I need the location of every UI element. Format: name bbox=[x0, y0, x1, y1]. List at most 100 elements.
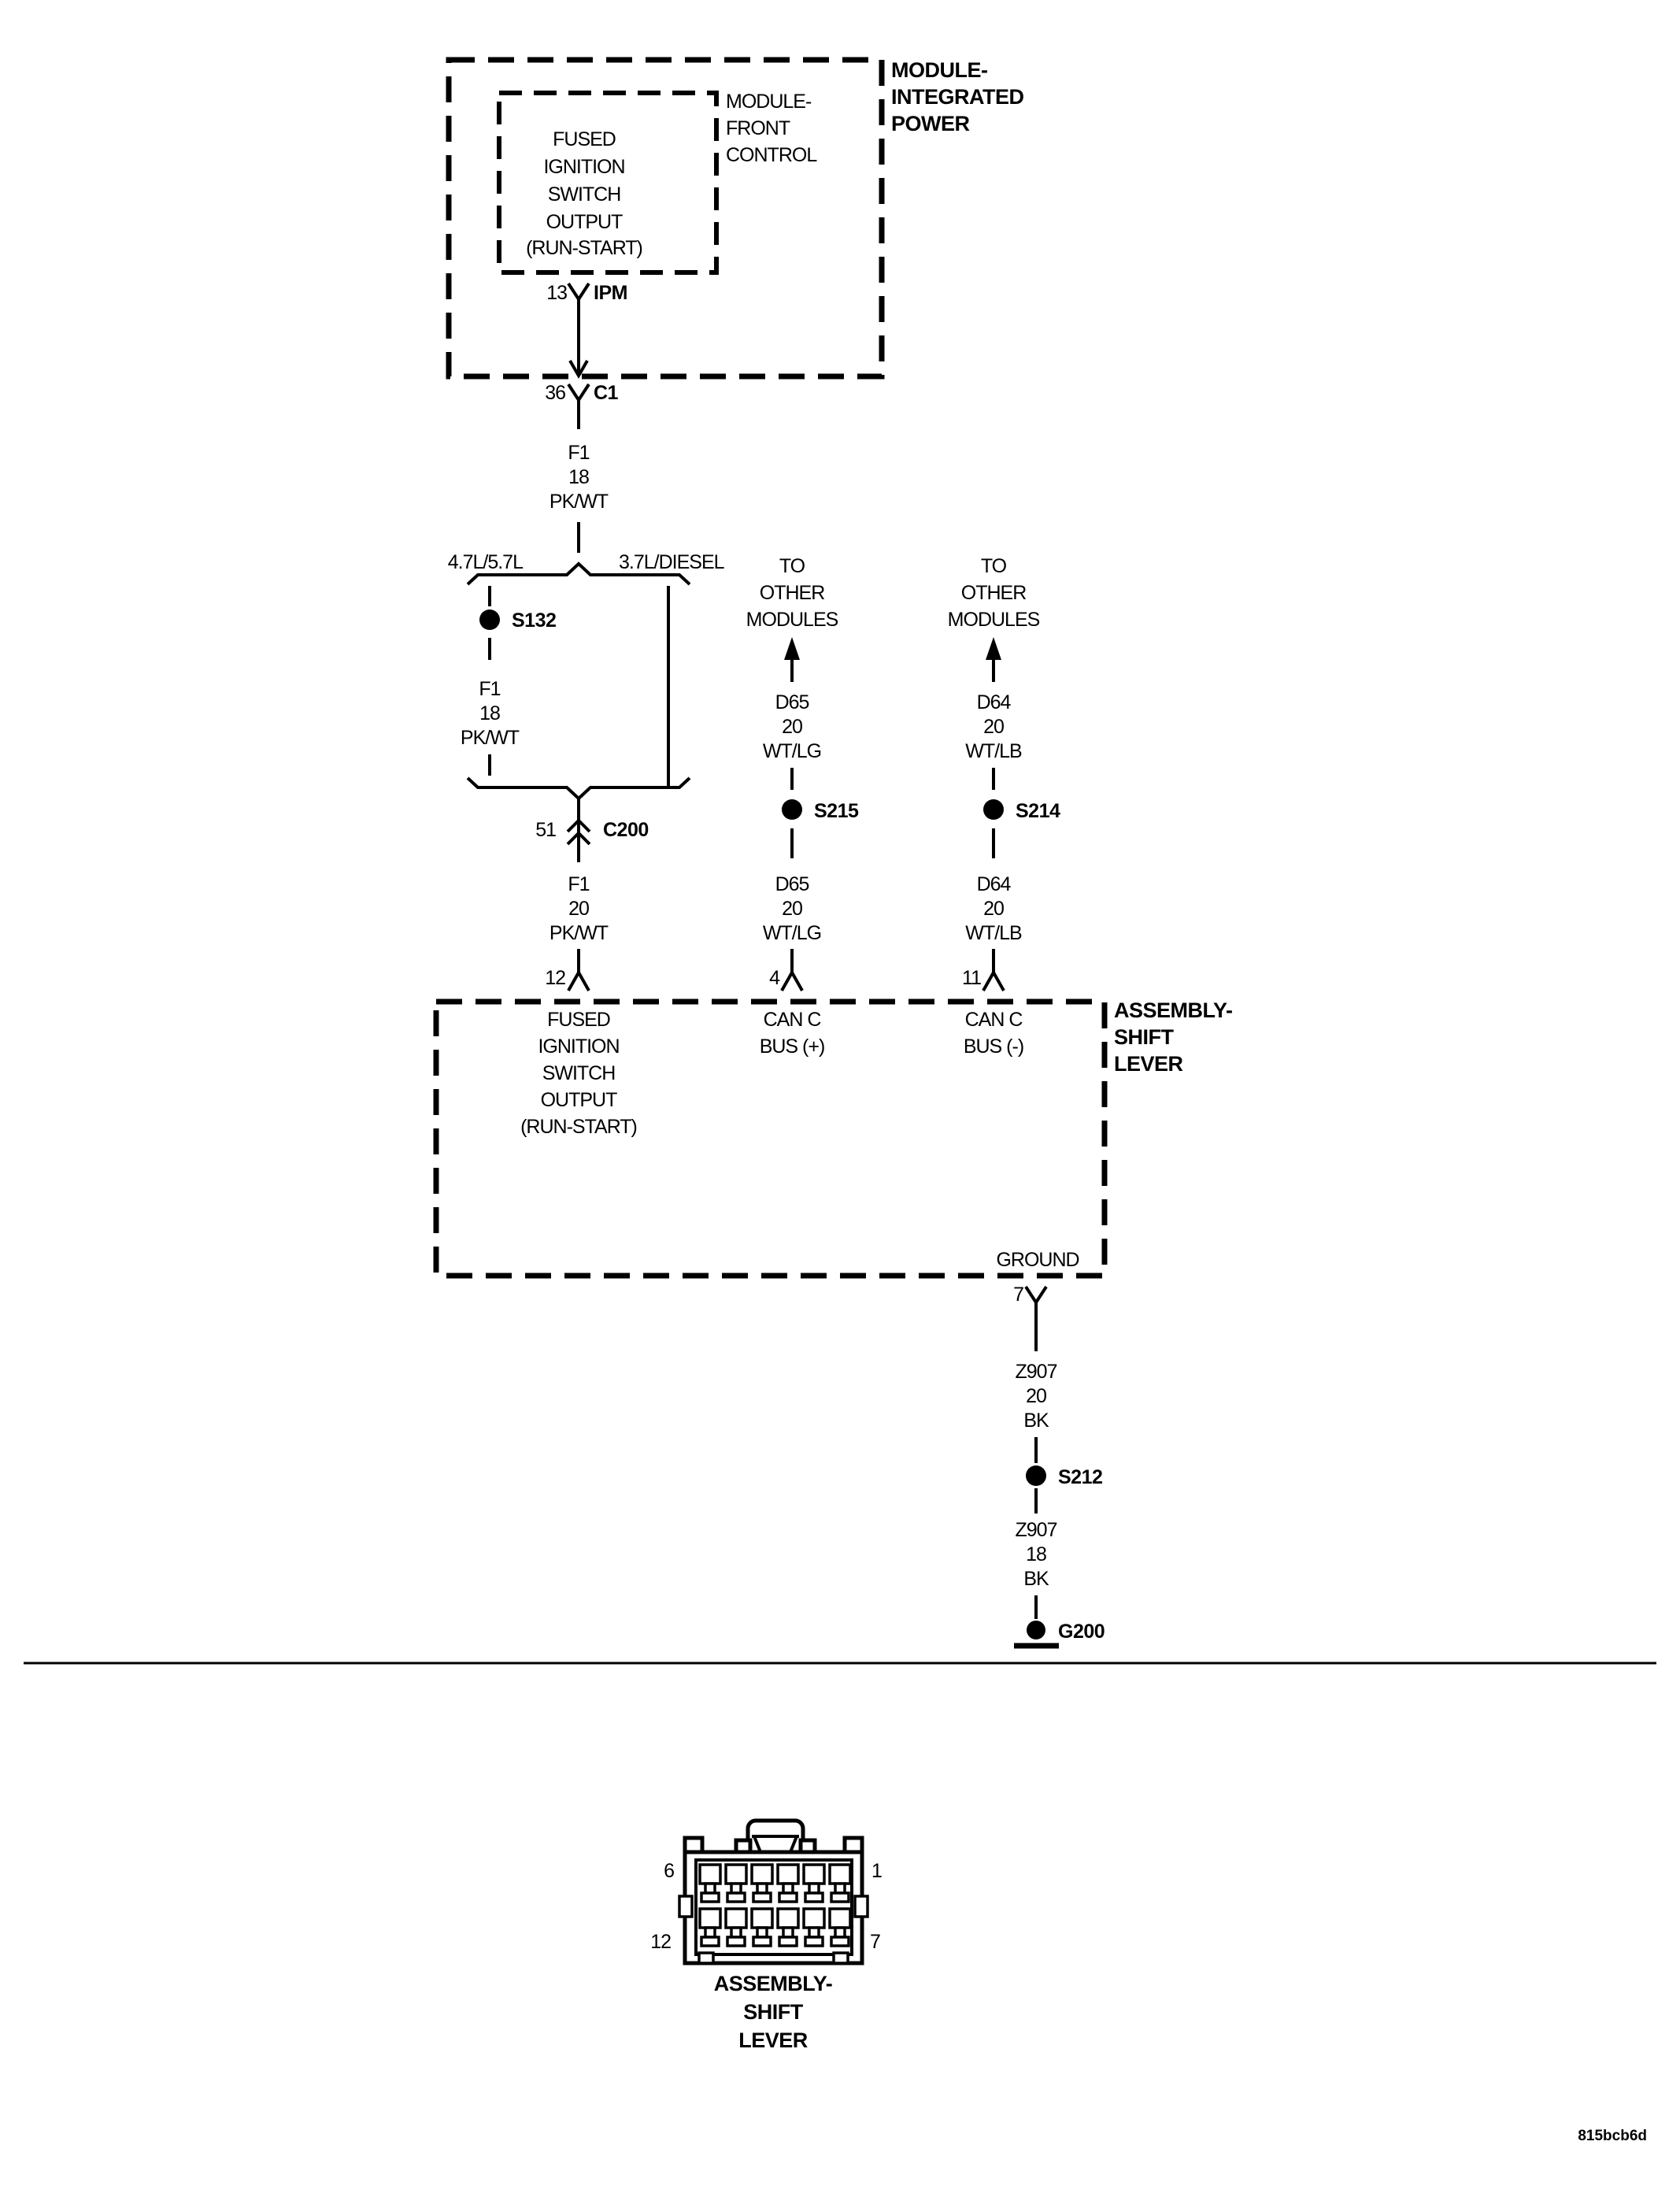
asl-pin11-line: BUS (-) bbox=[964, 1036, 1023, 1058]
asl-pin12-line: (RUN-START) bbox=[520, 1116, 637, 1138]
to-other-modules-line: TO bbox=[779, 555, 805, 577]
wire-f1-18-upper: F1 18 PK/WT bbox=[550, 442, 609, 553]
front-control-dashed-outline bbox=[497, 91, 719, 275]
asl-title-line: LEVER bbox=[1114, 1052, 1183, 1076]
connector-fork-icon bbox=[567, 969, 590, 991]
arrow-up-icon bbox=[986, 637, 1001, 660]
ground-label: GROUND bbox=[996, 1249, 1079, 1271]
mip-signal-line: IGNITION bbox=[543, 156, 624, 178]
splice-dot-icon bbox=[782, 799, 802, 820]
wire-circuit: D64 bbox=[977, 873, 1012, 895]
to-other-modules-line: TO bbox=[981, 555, 1007, 577]
wire-circuit: D64 bbox=[977, 691, 1012, 713]
wire-color: WT/LB bbox=[965, 922, 1022, 944]
asl-pin4-line: BUS (+) bbox=[760, 1036, 825, 1058]
wire-color: BK bbox=[1023, 1410, 1049, 1432]
pin-12-number: 12 bbox=[545, 967, 565, 989]
mip-dashed-outline bbox=[446, 57, 885, 380]
splice-s214-label: S214 bbox=[1016, 800, 1060, 822]
pin-11-number: 11 bbox=[962, 967, 981, 989]
connector-face-view: 6 1 12 7 ASSEMBLY- SHIFT LEVER bbox=[650, 1818, 883, 2052]
connector-c1-label: C1 bbox=[594, 382, 619, 404]
wire-color: WT/LG bbox=[763, 740, 821, 762]
bottom-notch bbox=[698, 1951, 715, 1965]
mip-signal-line: (RUN-START) bbox=[526, 237, 642, 259]
connector-ipm-label: IPM bbox=[594, 282, 627, 304]
wire-gauge: 20 bbox=[983, 716, 1004, 738]
wire-gauge: 20 bbox=[1026, 1385, 1046, 1407]
to-other-modules-line: OTHER bbox=[760, 582, 825, 604]
connector-fork-icon bbox=[982, 969, 1005, 991]
wire-gauge: 20 bbox=[782, 716, 802, 738]
assembly-shift-lever-box: FUSED IGNITION SWITCH OUTPUT (RUN-START)… bbox=[433, 998, 1233, 1279]
branch-label-left: 4.7L/5.7L bbox=[448, 551, 524, 573]
front-control-label-line: CONTROL bbox=[726, 144, 817, 166]
wire-circuit: Z907 bbox=[1016, 1361, 1057, 1383]
pin-13-number: 13 bbox=[546, 282, 567, 304]
asl-pin12-line: SWITCH bbox=[542, 1062, 616, 1084]
can-bus-minus-column: TO OTHER MODULES D64 20 WT/LB S214 D64 2… bbox=[948, 555, 1060, 991]
wire-circuit: F1 bbox=[568, 873, 589, 895]
wire-color: WT/LG bbox=[763, 922, 821, 944]
module-integrated-power-box: FUSED IGNITION SWITCH OUTPUT (RUN-START)… bbox=[446, 57, 1024, 429]
connector-caption-line: LEVER bbox=[738, 2028, 808, 2052]
connector-fork-icon bbox=[780, 969, 804, 991]
wire-color: PK/WT bbox=[550, 922, 609, 944]
splice-s132-label: S132 bbox=[512, 609, 556, 632]
asl-pin11-line: CAN C bbox=[965, 1009, 1023, 1031]
wire-color: PK/WT bbox=[550, 491, 609, 513]
can-bus-plus-column: TO OTHER MODULES D65 20 WT/LG S215 D65 2… bbox=[746, 555, 859, 991]
wire-circuit: D65 bbox=[775, 873, 809, 895]
side-notch bbox=[678, 1895, 694, 1918]
wire-gauge: 20 bbox=[782, 898, 802, 920]
pin-7-number: 7 bbox=[1013, 1284, 1023, 1306]
wire-gauge: 20 bbox=[568, 898, 589, 920]
to-other-modules-line: MODULES bbox=[746, 609, 838, 631]
wire-color: PK/WT bbox=[461, 727, 520, 749]
splice-dot-icon bbox=[1026, 1465, 1046, 1486]
wire-gauge: 18 bbox=[568, 466, 589, 488]
inline-connector-chevron-icon bbox=[566, 818, 591, 833]
cavity-number-top-right: 1 bbox=[871, 1860, 882, 1882]
mip-signal-line: FUSED bbox=[553, 128, 616, 150]
pin-36-number: 36 bbox=[545, 382, 565, 404]
mip-signal-line: OUTPUT bbox=[546, 211, 624, 233]
front-control-label-line: FRONT bbox=[726, 117, 790, 139]
connector-c200-label: C200 bbox=[603, 819, 649, 841]
ground-chain: 7 Z907 20 BK S212 Z907 18 BK G200 bbox=[1013, 1284, 1105, 1649]
wire-color: WT/LB bbox=[965, 740, 1022, 762]
wire-circuit: D65 bbox=[775, 691, 809, 713]
wire-color: BK bbox=[1023, 1568, 1049, 1590]
connector-caption-line: ASSEMBLY- bbox=[714, 1972, 833, 1995]
latch-detail-line bbox=[753, 1836, 762, 1853]
mip-signal-line: SWITCH bbox=[548, 183, 621, 206]
wire-gauge: 20 bbox=[983, 898, 1004, 920]
pin-51-number: 51 bbox=[535, 819, 556, 841]
ground-dot-icon bbox=[1027, 1621, 1045, 1639]
pin-4-number: 4 bbox=[769, 967, 780, 989]
wire-circuit: F1 bbox=[479, 678, 500, 700]
mip-title-line: INTEGRATED bbox=[891, 85, 1024, 109]
to-other-modules-line: OTHER bbox=[961, 582, 1027, 604]
to-other-modules-line: MODULES bbox=[948, 609, 1040, 631]
asl-title-line: ASSEMBLY- bbox=[1114, 998, 1233, 1022]
wire-gauge: 18 bbox=[1026, 1543, 1046, 1565]
connector-inner-wall bbox=[694, 1858, 853, 1956]
connector-caption-line: SHIFT bbox=[743, 2000, 804, 2024]
split-brace-icon bbox=[466, 561, 691, 586]
inline-connector-chevron-icon bbox=[566, 831, 591, 846]
ground-g200-label: G200 bbox=[1058, 1621, 1105, 1643]
page-reference-code: 815bcb6d bbox=[1578, 2128, 1647, 2144]
asl-pin12-line: OUTPUT bbox=[541, 1089, 618, 1111]
cavity-number-bottom-left: 12 bbox=[650, 1931, 671, 1953]
side-notch bbox=[853, 1895, 869, 1918]
wire-circuit: F1 bbox=[568, 442, 589, 464]
asl-pin12-line: IGNITION bbox=[538, 1036, 619, 1058]
cavity-number-top-left: 6 bbox=[664, 1860, 674, 1882]
asl-title-line: SHIFT bbox=[1114, 1025, 1175, 1049]
cavity-number-bottom-right: 7 bbox=[870, 1931, 880, 1953]
arrow-up-icon bbox=[784, 637, 800, 660]
